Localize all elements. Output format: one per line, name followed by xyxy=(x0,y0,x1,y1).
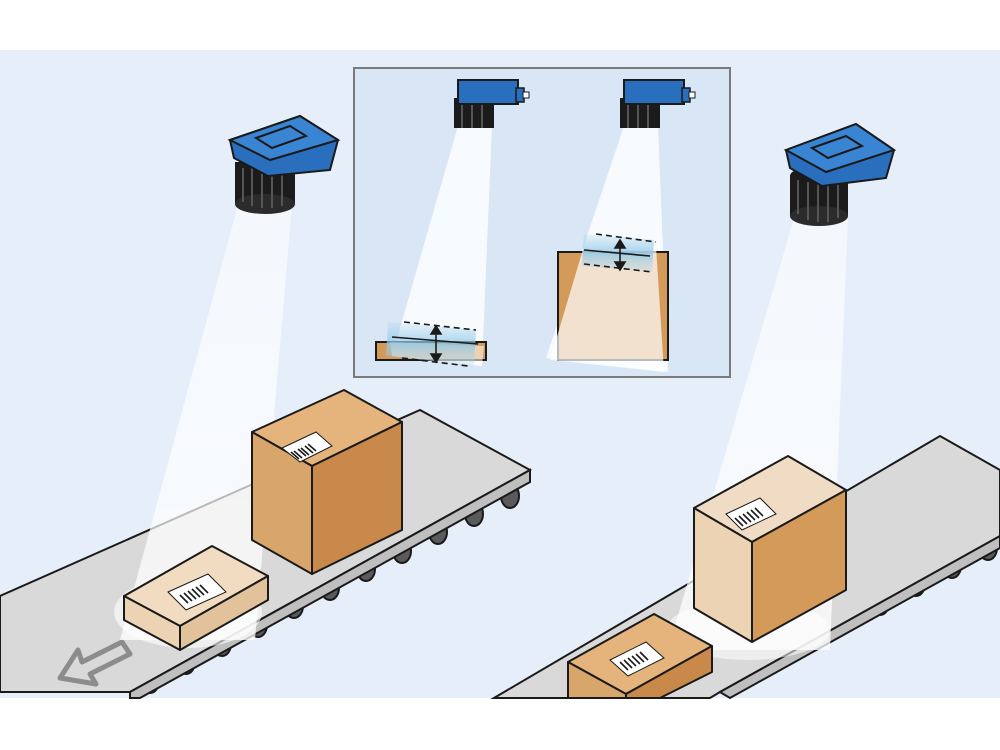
barcode-icon xyxy=(725,497,777,531)
camera-icon xyxy=(620,79,696,128)
barcode-icon xyxy=(281,431,333,463)
inset-left-light-beam xyxy=(392,126,492,366)
double-arrow-vertical-icon xyxy=(613,238,627,272)
barcode-icon xyxy=(167,573,227,611)
barcode-icon xyxy=(609,641,665,677)
right-conveyor-edge xyxy=(718,534,1000,700)
right-flat-box xyxy=(567,613,713,699)
double-arrow-vertical-icon xyxy=(429,324,443,364)
camera-icon xyxy=(227,114,341,214)
inset-left-focus-band xyxy=(386,322,476,366)
camera-icon xyxy=(783,122,897,226)
arrow-down-left-icon xyxy=(57,639,133,687)
left-light-beam xyxy=(120,205,292,640)
inset-panel xyxy=(353,67,731,378)
camera-icon xyxy=(454,79,530,128)
